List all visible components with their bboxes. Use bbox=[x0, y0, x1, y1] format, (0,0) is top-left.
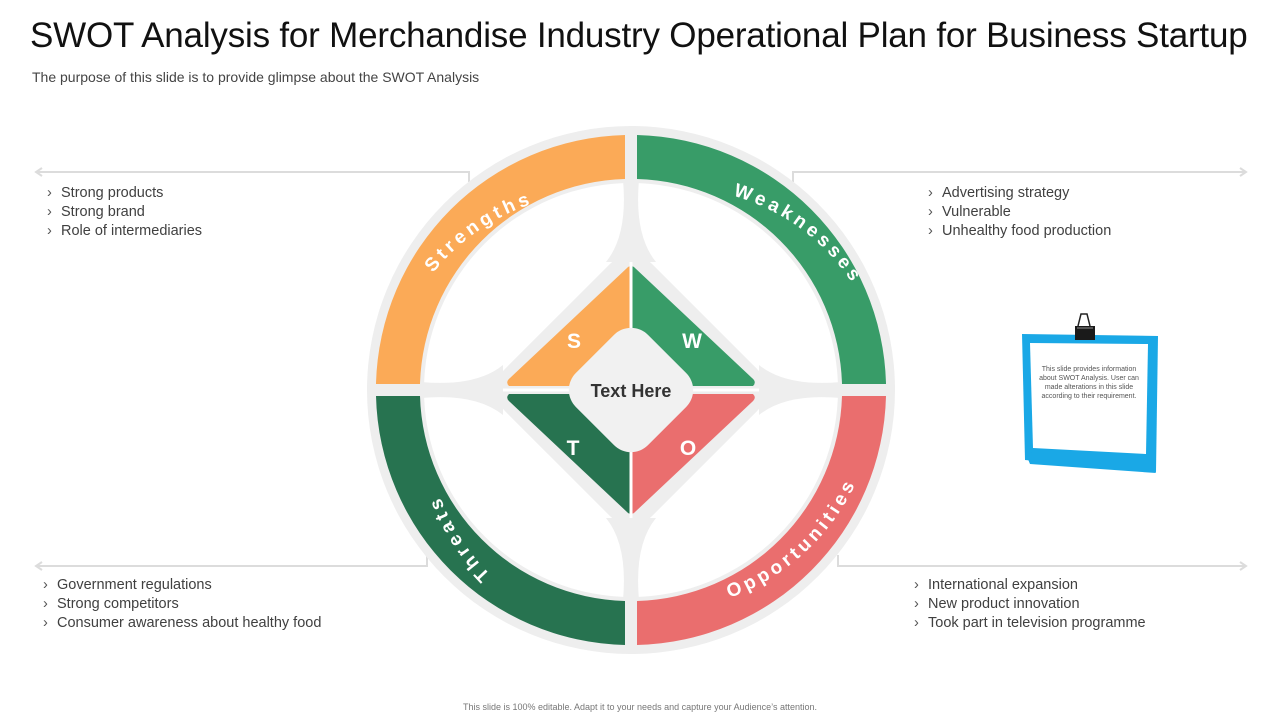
center-text: Text Here bbox=[591, 381, 672, 401]
page-title: SWOT Analysis for Merchandise Industry O… bbox=[30, 16, 1248, 55]
weaknesses-arc bbox=[637, 135, 886, 384]
list-item: New product innovation bbox=[914, 595, 1146, 614]
opportunities-list: International expansion New product inno… bbox=[914, 576, 1146, 633]
list-item: Strong competitors bbox=[43, 595, 321, 614]
center-diamond bbox=[568, 327, 694, 453]
weaknesses-letter: W bbox=[682, 330, 702, 353]
connector-weaknesses bbox=[792, 167, 1248, 182]
threats-letter: T bbox=[567, 437, 580, 460]
strengths-letter: S bbox=[567, 330, 581, 353]
list-item: Strong brand bbox=[47, 203, 202, 222]
list-item: Took part in television programme bbox=[914, 614, 1146, 633]
note-text: This slide provides information about SW… bbox=[1039, 366, 1139, 400]
connector-strengths bbox=[34, 167, 470, 182]
list-item: Unhealthy food production bbox=[928, 222, 1111, 241]
weaknesses-list: Advertising strategy Vulnerable Unhealth… bbox=[928, 184, 1111, 241]
strengths-arc bbox=[376, 135, 625, 384]
list-item: Role of intermediaries bbox=[47, 222, 202, 241]
list-item: International expansion bbox=[914, 576, 1146, 595]
list-item: Government regulations bbox=[43, 576, 321, 595]
connector-threats bbox=[34, 555, 428, 571]
page-subtitle: The purpose of this slide is to provide … bbox=[32, 69, 480, 85]
strengths-list: Strong products Strong brand Role of int… bbox=[47, 184, 202, 241]
binder-clip-icon bbox=[1075, 313, 1095, 340]
opportunities-arc bbox=[637, 396, 886, 645]
threats-list: Government regulations Strong competitor… bbox=[43, 576, 321, 633]
list-item: Advertising strategy bbox=[928, 184, 1111, 203]
sticky-note bbox=[1022, 334, 1158, 473]
list-item: Strong products bbox=[47, 184, 202, 203]
opportunities-letter: O bbox=[680, 437, 696, 460]
connector-opportunities bbox=[837, 555, 1248, 571]
list-item: Consumer awareness about healthy food bbox=[43, 614, 321, 633]
footer-text: This slide is 100% editable. Adapt it to… bbox=[462, 702, 818, 712]
list-item: Vulnerable bbox=[928, 203, 1111, 222]
threats-arc bbox=[376, 396, 625, 645]
